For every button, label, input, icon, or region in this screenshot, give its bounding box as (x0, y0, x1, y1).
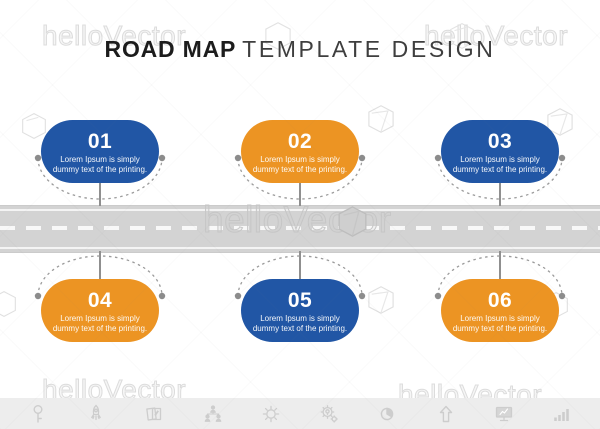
connector-line (299, 181, 301, 206)
milestone-number: 03 (487, 129, 513, 153)
hexagon-watermark-icon (366, 285, 396, 315)
connector-line (499, 251, 501, 280)
milestone-number: 02 (287, 129, 313, 153)
connector-line (499, 181, 501, 206)
monitor-icon (493, 403, 515, 425)
milestone-number: 06 (487, 288, 513, 312)
dashed-arc (34, 154, 166, 200)
dashed-arc (234, 255, 366, 300)
connector-line (299, 251, 301, 280)
road-edge-line (0, 247, 600, 249)
notes-icon (143, 403, 165, 425)
dashed-arc (234, 154, 366, 200)
footer-icon-strip (0, 398, 600, 429)
hierarchy-icon (202, 403, 224, 425)
road-graphic (0, 205, 600, 253)
hexagon-watermark-icon (0, 290, 18, 318)
milestone-number: 04 (87, 288, 113, 312)
road-center-dashed-line (0, 226, 600, 230)
dashed-arc (434, 154, 566, 200)
milestone-number: 01 (87, 129, 113, 153)
dashed-arc (34, 255, 166, 300)
connector-line (99, 181, 101, 206)
rocket-icon (85, 403, 107, 425)
pie-chart-icon (376, 403, 398, 425)
road-edge-line (0, 209, 600, 211)
arrow-up-icon (435, 403, 457, 425)
bar-chart-icon (551, 403, 573, 425)
sun-icon (260, 403, 282, 425)
hexagon-watermark-icon (366, 104, 396, 134)
milestone-number: 05 (287, 288, 313, 312)
title-secondary: TEMPLATE DESIGN (242, 36, 496, 62)
gear-idea-icon (318, 403, 340, 425)
key-icon (27, 403, 49, 425)
title-primary: ROAD MAP (104, 36, 237, 62)
connector-line (99, 251, 101, 280)
